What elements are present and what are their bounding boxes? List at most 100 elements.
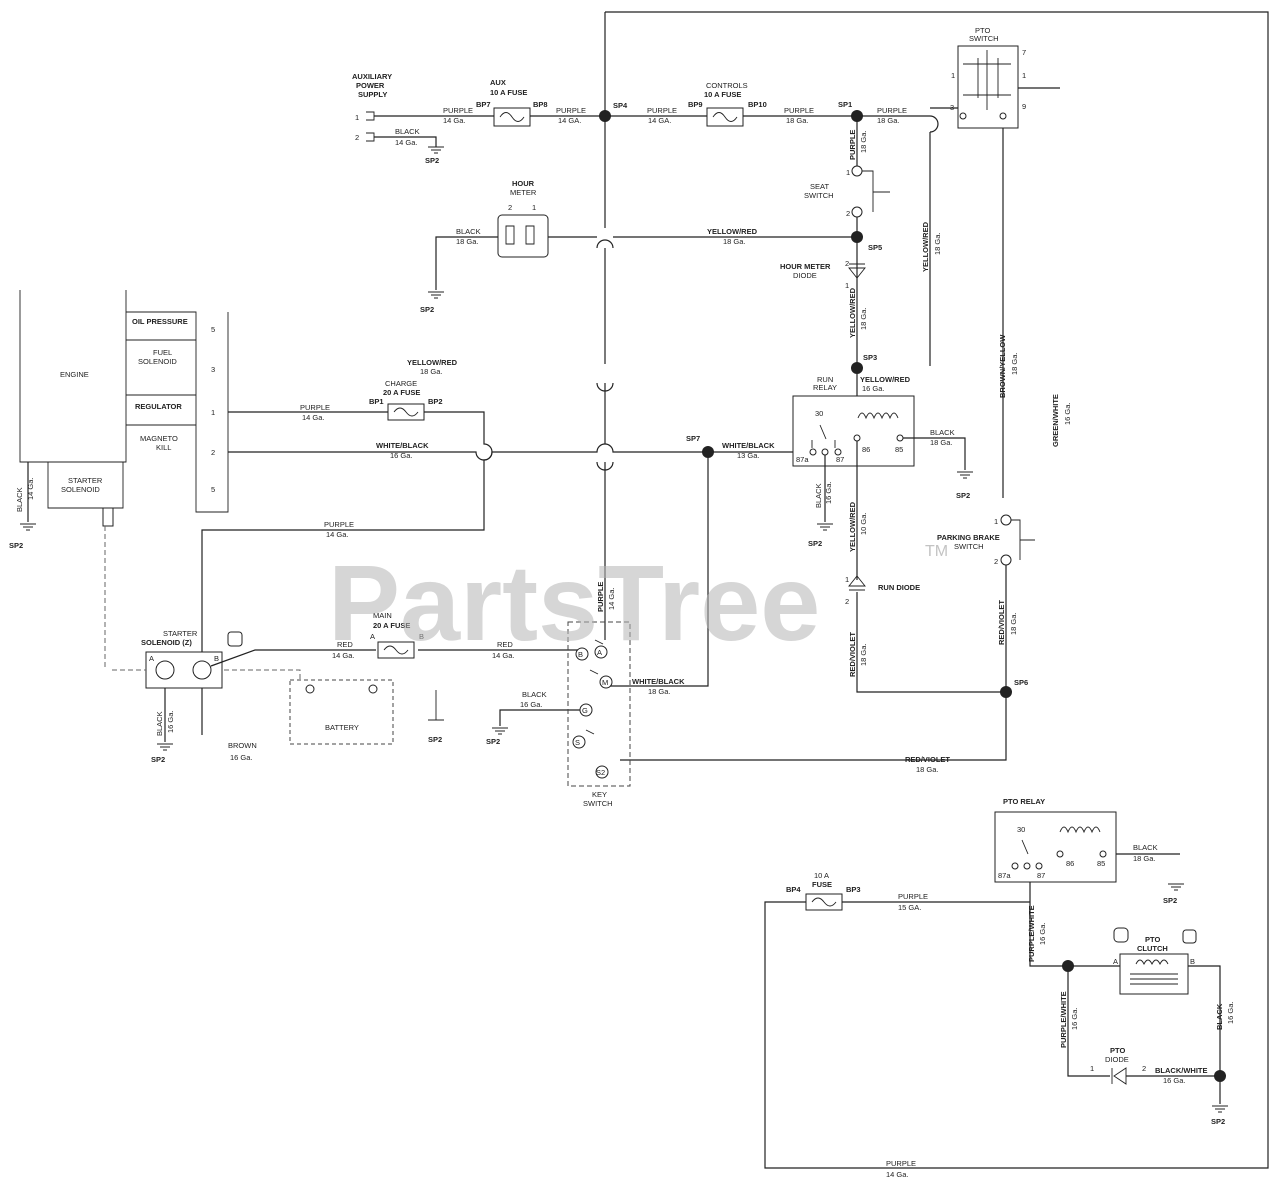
bp10-label: BP10 [748,100,767,109]
relay-terminal-icon [1011,862,1019,870]
yellow-red-label: YELLOW/RED [921,221,930,272]
sp7-key-wire [608,458,709,687]
relay-86: 86 [862,445,870,454]
gauge-label: 14 Ga. [443,116,466,125]
brown-label: BROWN [228,741,257,750]
gauge-label: 16 Ga. [1038,922,1047,945]
hour-meter-label-2: METER [510,188,537,197]
run-relay-label-2: RELAY [813,383,837,392]
gauge-label: 10 Ga. [859,512,868,535]
starter-terminal-icon [102,507,114,527]
pto-diode-pin-1: 1 [1090,1064,1094,1073]
gauge-label: 16 Ga. [166,710,175,733]
bp1-label: BP1 [369,397,384,406]
red-label: RED [337,640,353,649]
red-violet-label: RED/VIOLET [905,755,950,764]
run-diode-label: RUN DIODE [878,583,920,592]
relay-87: 87 [1037,871,1045,880]
key-s-label: S [575,738,580,747]
magneto-label-2: KILL [156,443,171,452]
gauge-label: 14 Ga. [886,1170,909,1179]
gauge-label: 14 Ga. [607,587,616,610]
sp2-label: SP2 [428,735,442,744]
purple-label: PURPLE [886,1159,916,1168]
key-terminal-s2-icon [595,765,609,779]
yellow-red-label: YELLOW/RED [848,501,857,552]
gauge-label: 18 Ga. [859,643,868,666]
engine-pin-5b: 5 [211,485,215,494]
purple-label: PURPLE [596,582,605,612]
ground-icon [817,523,833,531]
watermark: PartsTree [328,542,820,663]
hour-meter-label-1: HOUR [512,179,535,188]
fuse-element-icon [499,112,525,122]
pto-diode-label-1: PTO [1110,1046,1125,1055]
hour-meter-diode-label-2: DIODE [793,271,817,280]
gauge-label: 16 Ga. [230,753,253,762]
splice-sp6 [1000,686,1012,698]
oil-pressure-label: OIL PRESSURE [132,317,188,326]
wire-crossover-icon [929,115,939,133]
run-relay-black-wire [903,437,966,470]
fuse-element-icon [811,897,837,907]
wire-crossover-icon [596,239,614,471]
relay-terminal-icon [821,448,829,456]
brake-pin-2: 2 [994,557,998,566]
black-label: BLACK [15,487,24,512]
pto-switch-lead [930,87,1060,109]
seat-switch-terminal-icon [851,206,863,218]
yellow-red-label: YELLOW/RED [407,358,458,367]
aux-pin-2: 2 [355,133,359,142]
black-label: BLACK [522,690,547,699]
gauge-label: 16 Ga. [1163,1076,1186,1085]
gauge-label: 16 Ga. [1070,1007,1079,1030]
black-label: BLACK [814,483,823,508]
parking-brake-label-1: PARKING BRAKE [937,533,1000,542]
key-switch-label-1: KEY [592,790,607,799]
purple-label: PURPLE [877,106,907,115]
battery-terminal-icon [368,684,378,694]
main-fuse-label-2: 20 A FUSE [373,621,410,630]
purple-label: PURPLE [556,106,586,115]
battery-icon [289,679,394,745]
key-terminal-s-icon [572,735,586,749]
bp3-label: BP3 [846,885,861,894]
pto-switch-icon [957,45,1019,129]
gauge-label: 18 Ga. [933,232,942,255]
charge-fuse-label-2: 20 A FUSE [383,388,420,397]
purple-label: PURPLE [848,130,857,160]
sp5-label: SP5 [868,243,882,252]
gauge-label: 18 Ga. [723,237,746,246]
clutch-a-label: A [1113,957,1118,966]
relay-terminal-icon [853,434,861,442]
fuel-solenoid-label-1: FUEL [153,348,172,357]
clutch-connector-icon [1182,929,1197,944]
pto-switch-contacts-icon [963,50,1011,110]
sp2-label: SP2 [425,156,439,165]
engine-outline [19,290,127,463]
pto-clutch-label-1: PTO [1145,935,1160,944]
red-violet-label: RED/VIOLET [848,632,857,677]
engine-pin-2: 2 [211,448,215,457]
purple-label: PURPLE [443,106,473,115]
seat-switch-icon [862,170,890,212]
gauge-label: 16 Ga. [1063,402,1072,425]
terminal-a-label: A [149,654,154,663]
relay-87a: 87a [796,455,809,464]
relay-terminal-icon [1035,862,1043,870]
yellow-red-label: YELLOW/RED [860,375,911,384]
relay-contact-icon [1021,839,1029,855]
sp2-label: SP2 [9,541,23,550]
starter-solenoid-label-2: SOLENOID [61,485,100,494]
relay-coil-icon [857,412,899,420]
key-m-label: M [602,678,608,687]
gauge-label: 14 Ga. [326,530,349,539]
sp2-label: SP2 [1211,1117,1225,1126]
key-black-wire [499,709,582,726]
relay-terminal-icon [834,448,842,456]
hour-meter-icon [497,214,549,258]
gauge-label: 14 Ga. [492,651,515,660]
seat-switch-terminal-icon [851,165,863,177]
hour-meter-diode-icon [848,263,866,279]
ground-icon [1212,1105,1228,1113]
